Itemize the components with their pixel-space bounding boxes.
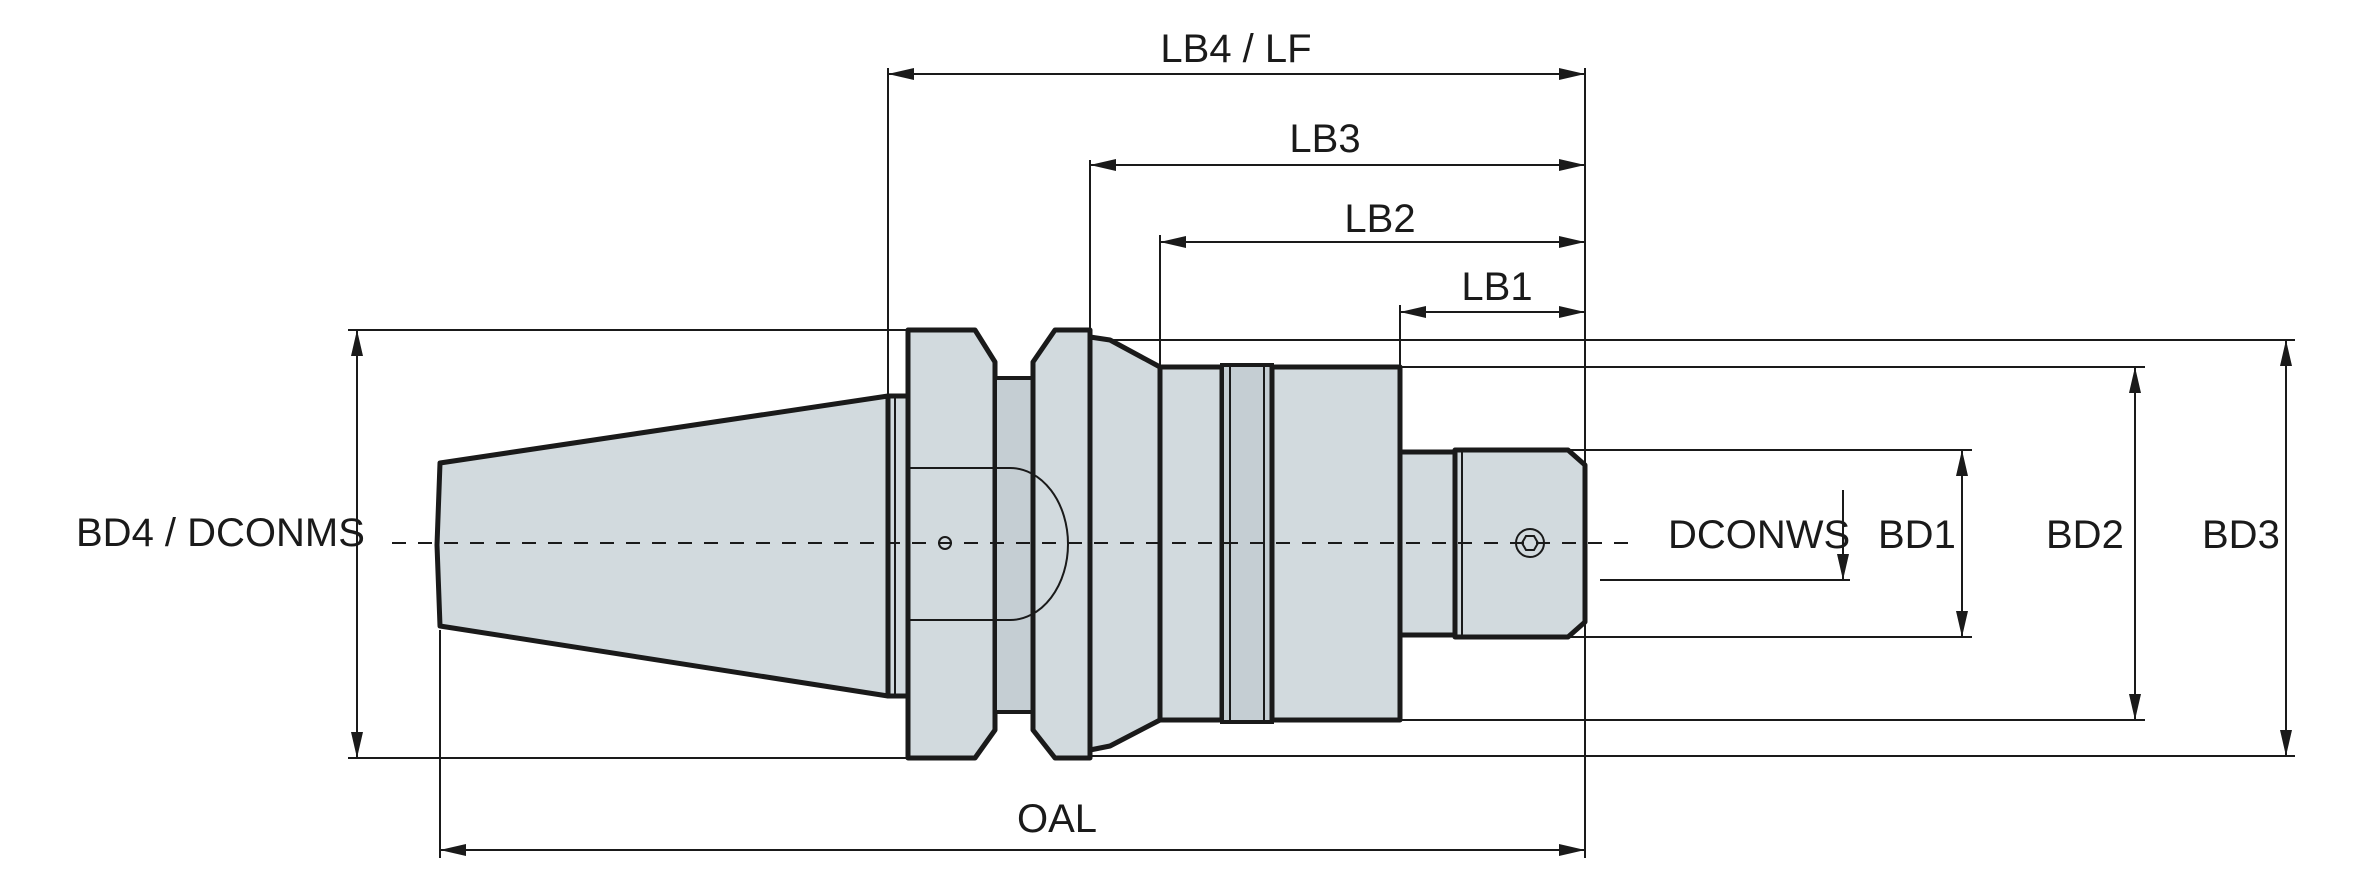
inner-bore-outline — [908, 467, 1069, 621]
dim-dconws: DCONWS — [1668, 490, 1850, 580]
dim-bd2: BD2 — [2046, 367, 2141, 720]
dim-bd1: BD1 — [1878, 450, 1968, 637]
second-flange — [1030, 327, 1093, 761]
label-bd4-dconms: BD4 / DCONMS — [76, 511, 365, 555]
label-bd1: BD1 — [1878, 513, 1956, 557]
dim-oal: OAL — [440, 797, 1585, 856]
dim-lb4-lf: LB4 / LF — [888, 27, 1585, 80]
label-lb4-lf: LB4 / LF — [1160, 27, 1311, 71]
label-oal: OAL — [1017, 797, 1097, 841]
body-section-1 — [1157, 364, 1225, 723]
dim-lb3: LB3 — [1090, 117, 1585, 171]
label-bd3: BD3 — [2202, 513, 2280, 557]
label-lb1: LB1 — [1461, 265, 1532, 309]
label-lb3: LB3 — [1289, 117, 1360, 161]
label-bd2: BD2 — [2046, 513, 2124, 557]
label-dconws: DCONWS — [1668, 513, 1850, 557]
taper-step — [885, 393, 911, 699]
label-lb2: LB2 — [1344, 197, 1415, 241]
dim-lb2: LB2 — [1160, 197, 1585, 248]
dim-bd3: BD3 — [2202, 340, 2292, 756]
taper-shank — [434, 393, 891, 699]
extension-lines — [348, 68, 2295, 858]
dim-lb1: LB1 — [1400, 265, 1585, 318]
v-groove — [993, 376, 1035, 714]
dim-bd4-dconms: BD4 / DCONMS — [76, 330, 365, 758]
